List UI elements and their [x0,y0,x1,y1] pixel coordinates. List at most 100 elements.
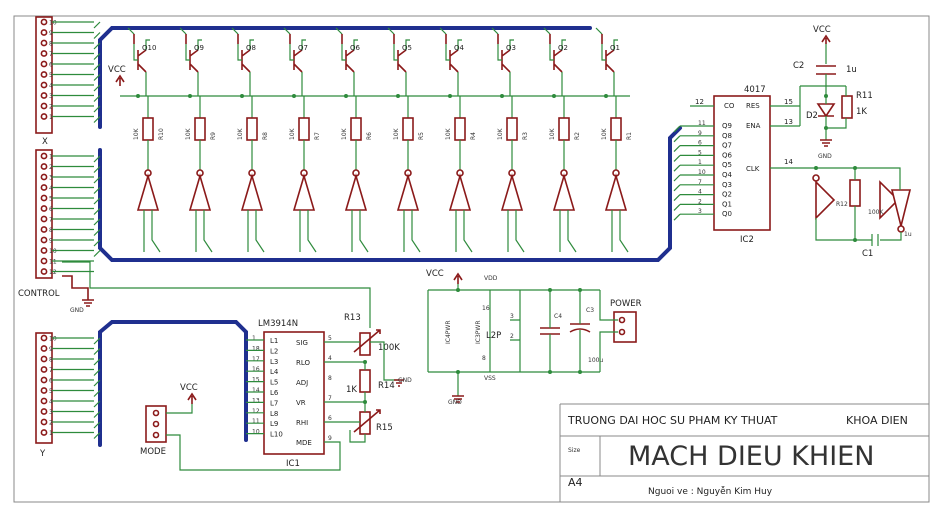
ic2-pin-number: 11 [698,120,706,127]
bus-entry [93,229,101,236]
connector-mode-label: MODE [140,447,166,457]
ic2-pin-label: Q5 [722,161,732,169]
bus-entry [93,187,101,194]
ic1-pin-number: 5 [328,335,332,342]
ic1-pin-label: RLO [296,359,311,367]
r13-label: R13 [344,313,361,323]
connector-x-label: X [42,137,48,147]
y-pin-number: 5 [49,388,53,395]
ic1-pin-number: 1 [252,335,256,342]
transistor-label: Q3 [506,44,516,52]
bus-entry [93,21,101,29]
gnd-label-d2: GND [818,153,832,160]
ic1-pin-number: 14 [252,387,260,394]
resistor-value: 10K [601,127,608,140]
power-section: VCC VDD VSS IC4PWR IC3PWR 16 8 L2P 3 2 C… [426,269,642,406]
ic1-pin-label: L5 [270,379,278,387]
ic2-pin-label: Q9 [722,122,732,130]
c2-label: C2 [793,61,804,71]
ic1-pin-label: L8 [270,410,278,418]
bus-entry [93,116,101,123]
resistor-value: 10K [393,127,400,140]
ic2-pin-label: Q0 [722,210,732,218]
ic2-pin-number: 9 [698,130,702,137]
vcc-label-top: VCC [108,65,126,75]
y-pin-number: 1 [49,430,53,437]
r14-value: 1K [346,385,357,395]
bus-middle [98,126,682,262]
y-pin [40,376,48,384]
ic1-pin-number: 16 [252,366,260,373]
bus-entry [93,42,101,50]
control-pin-number: 2 [49,164,53,171]
resistor-name: R2 [574,132,581,140]
control-pin-number: 5 [49,196,53,203]
c1-label: C1 [862,249,873,259]
x-pin [40,39,48,47]
bus-entry [93,208,101,215]
resistor-value: 10K [497,127,504,140]
ic1-type: LM3914N [258,319,298,329]
control-pin [40,152,48,160]
resistor-name: R1 [626,132,633,140]
resistor [142,117,154,141]
ic1-pin-label: L6 [270,389,279,397]
y-pin [40,397,48,405]
jp-pin2: 2 [510,333,514,340]
resistor-name: R4 [470,132,477,140]
x-pin [40,92,48,99]
gnd-label-r13: GND [398,377,412,384]
resistor [506,117,518,141]
buffer-triangle [396,173,420,211]
y-pin-number: 2 [49,420,53,427]
connector-mode: MODE VCC [140,383,341,471]
ic1-pin-number: 17 [252,356,260,363]
bus-entry [93,95,101,102]
ic2-type: 4017 [744,85,766,95]
resistor [610,117,622,141]
bus-entry [93,32,101,39]
ic1-pin-label: L3 [270,358,278,366]
l2p-label: L2P [486,331,501,341]
c1-value: 1u [904,231,912,238]
vcc-top: VCC [108,65,630,97]
resistor [350,117,362,141]
ic2-clk: CLK [746,165,760,173]
control-pin [40,257,48,265]
ic2-pin-label: Q3 [722,181,732,189]
vcc-label-c2: VCC [813,25,831,35]
ic1-pin-label: L7 [270,399,278,407]
r12-value: 100K [868,209,884,216]
ic2-ena-num: 13 [784,118,793,126]
y-pin [40,418,48,426]
ic1-name: IC1 [286,459,300,469]
resistor [298,117,310,141]
school-name: TRUONG DAI HOC SU PHAM KY THUAT [567,414,778,427]
y-pin-number: 9 [49,346,53,353]
buffer-triangle [500,173,524,211]
resistor [194,117,206,141]
c3-label: C3 [586,307,594,314]
ic2-4017: 4017 IC2 CO RES ENA CLK 12 15 13 14 Q911… [673,85,860,245]
bus-entry [93,84,101,92]
c4-label: C4 [554,313,562,320]
resistor-name: R3 [522,132,529,140]
x-pin-number: 2 [49,104,53,111]
ic2-ena: ENA [746,122,761,130]
x-pin [40,102,48,110]
resistor [246,117,258,141]
ic2-pin-number: 6 [698,140,702,147]
transistor-label: Q9 [194,44,204,52]
ic1-lm3914: LM3914N IC1 L11L218L317L416L515L614L713L… [246,319,332,469]
ic2-clk-num: 14 [784,158,793,166]
r15-label: R15 [376,423,393,433]
ref-network: R13 100K R14 1K R15 GND [324,313,412,443]
resistor-value: 10K [445,127,452,140]
pin8-label: 8 [482,355,486,362]
ic2-co-num: 12 [695,98,704,106]
